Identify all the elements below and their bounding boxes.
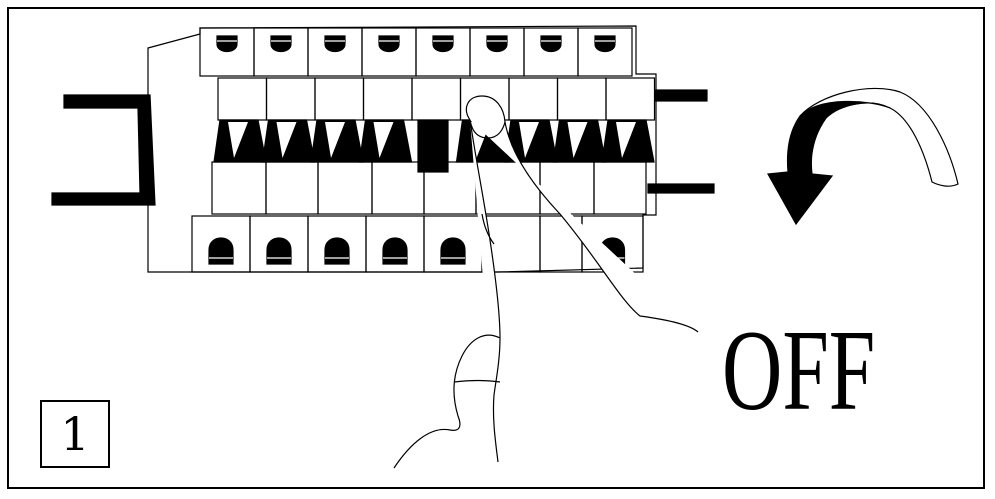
breaker-body — [558, 78, 607, 120]
terminal-screw-icon — [441, 238, 465, 264]
terminal-screw-icon — [487, 36, 507, 52]
terminal-screw-icon — [383, 238, 407, 264]
breaker-lower — [372, 162, 424, 214]
breaker-body — [509, 78, 558, 120]
breaker-lower — [540, 162, 594, 214]
step-number: 1 — [60, 407, 89, 461]
breaker-lower — [594, 162, 646, 214]
off-label: OFF — [722, 306, 888, 436]
breaker-lever-row — [214, 120, 654, 172]
terminal-screw-icon — [267, 238, 291, 264]
step-number-box: 1 — [40, 400, 110, 468]
breaker-lower — [212, 162, 266, 214]
breaker-body — [364, 78, 413, 120]
breaker-body — [606, 78, 655, 120]
terminal-screw-icon — [271, 36, 291, 52]
breaker-lower — [266, 162, 318, 214]
top-terminal-row — [200, 28, 632, 76]
breaker-body — [218, 78, 267, 120]
breaker-lower — [318, 162, 372, 214]
rail-right-top — [655, 90, 707, 101]
terminal-screw-icon — [209, 238, 233, 264]
breaker-lever-off — [418, 120, 448, 172]
terminal-screw-icon — [595, 36, 615, 52]
curved-arrow-down-icon — [768, 88, 958, 224]
terminal-screw-icon — [379, 36, 399, 52]
breaker-body-row — [218, 78, 655, 120]
mounting-bracket-left — [52, 95, 155, 205]
terminal-screw-icon — [325, 238, 349, 264]
terminal-screw-icon — [541, 36, 561, 52]
breaker-lower — [476, 162, 540, 214]
breaker-body — [315, 78, 364, 120]
terminal-screw-icon — [217, 36, 237, 52]
terminal-screw-icon — [433, 36, 453, 52]
rail-right-bottom — [648, 184, 714, 193]
breaker-body — [412, 78, 461, 120]
terminal-screw-icon — [325, 36, 345, 52]
breaker-body — [267, 78, 316, 120]
